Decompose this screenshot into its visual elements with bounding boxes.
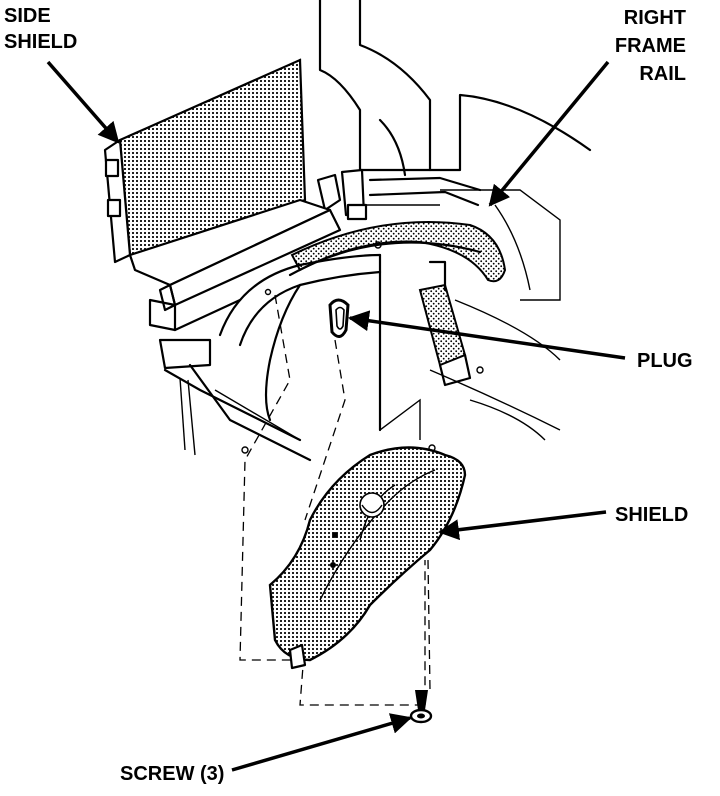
shield-leader	[437, 510, 607, 541]
screw	[409, 690, 433, 724]
side-shield-label-line2: SHIELD	[4, 31, 77, 53]
side-shield-label-line1: SIDE	[4, 5, 51, 27]
plug-label: PLUG	[637, 350, 693, 372]
screw-label: SCREW (3)	[120, 763, 224, 785]
vehicle-body-structure	[103, 0, 592, 462]
right-frame-rail	[290, 221, 507, 283]
screw-leader	[231, 713, 413, 772]
frame-rail-label-line2: FRAME	[615, 35, 686, 57]
frame-rail-leader	[488, 60, 610, 207]
plug-leader	[347, 310, 626, 360]
frame-rail-label-line3: RAIL	[639, 63, 686, 85]
side-shield-leader	[46, 60, 120, 144]
leader-lines	[46, 60, 626, 772]
frame-rail-label-line1: RIGHT	[624, 7, 686, 29]
labels: SIDE SHIELD RIGHT FRAME RAIL PLUG SHIELD…	[4, 5, 693, 785]
shield-label: SHIELD	[615, 504, 688, 526]
plug	[328, 298, 350, 338]
shield	[268, 446, 467, 670]
